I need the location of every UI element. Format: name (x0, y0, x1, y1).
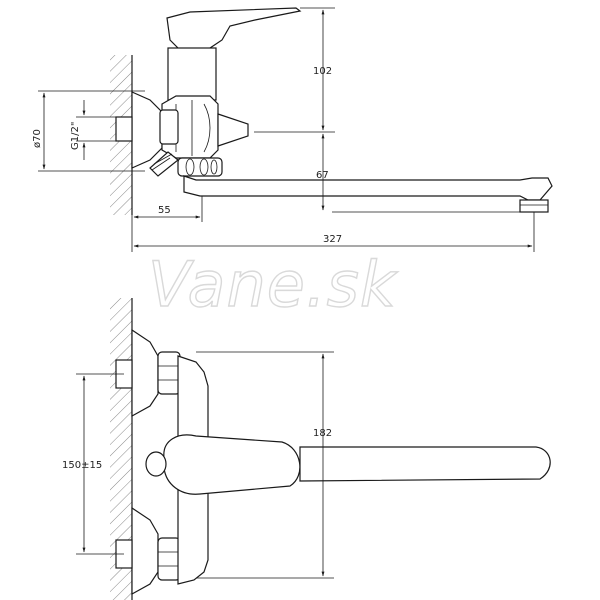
inlet-pipe (115, 116, 133, 142)
lever-handle (166, 7, 302, 51)
dim-wall-diameter: ø70 (32, 90, 145, 172)
dim-depth: 182 (196, 351, 334, 579)
dim-label-182: 182 (313, 428, 332, 439)
watermark: Vane.sk (148, 248, 398, 321)
dim-spout-height: 67 (316, 133, 544, 213)
lower-inlet (115, 506, 181, 596)
dim-label-67: 67 (316, 170, 329, 181)
top-view: 182 150±15 (62, 298, 551, 600)
dim-wall-offset: 55 (131, 196, 203, 222)
dim-label-thread: G1/2" (70, 122, 81, 150)
cartridge-body (167, 47, 217, 101)
connector-nut (159, 109, 179, 145)
aerator (519, 199, 549, 213)
spout (183, 175, 553, 201)
side-view: 102 67 ø70 G1/2" 55 (32, 7, 553, 252)
dim-lever-height: 102 (254, 7, 335, 133)
wall-flange (131, 91, 163, 169)
upper-inlet (115, 328, 181, 418)
dim-label-102: 102 (313, 66, 332, 77)
dim-label-327: 327 (323, 234, 342, 245)
dim-thread: G1/2" (70, 100, 120, 160)
lever-top (163, 434, 301, 495)
dim-inlet-spacing: 150±15 (62, 373, 124, 555)
dim-total-length: 327 (131, 212, 535, 252)
handle-base (145, 451, 167, 477)
dim-label-diameter: ø70 (32, 129, 43, 148)
dim-label-150: 150±15 (62, 460, 102, 471)
side-nut (217, 113, 249, 147)
swivel-joint (177, 157, 223, 177)
spout-top (299, 446, 551, 482)
dim-label-55: 55 (158, 205, 171, 216)
